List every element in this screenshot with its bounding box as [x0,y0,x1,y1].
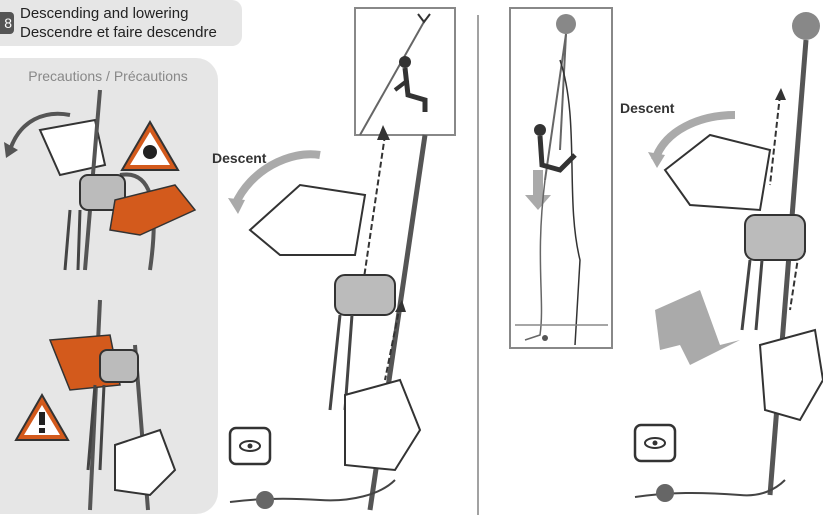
hand-lower-middle [345,380,420,470]
rope-right [770,40,806,495]
label-descent-middle: Descent [212,150,266,166]
precaution-bottom-illustration [50,300,175,510]
skull-warning-icon [122,122,178,170]
climber-inset [355,8,455,135]
down-arrow-right [655,290,740,365]
stopper-knot-middle [256,491,274,509]
anchor-icon [792,12,820,40]
eye-check-icon [230,428,270,464]
hand-upper-middle [228,154,365,255]
up-arrow-right [770,95,780,185]
precaution-top-illustration [4,90,195,270]
stopper-knot-right [656,484,674,502]
label-descent-right: Descent [620,100,674,116]
hand-lower-right [760,330,823,420]
hand-upper-right [648,115,770,210]
lowering-inset [510,8,612,348]
exclamation-warning-icon [16,395,68,440]
eye-check-icon [635,425,675,461]
